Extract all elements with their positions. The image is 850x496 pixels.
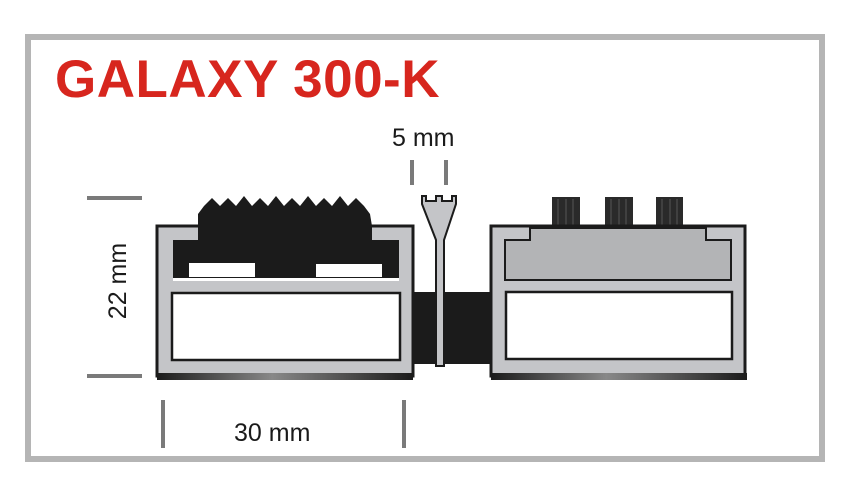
left-profile (155, 196, 415, 380)
base-connector (410, 292, 494, 364)
width-dimension-label: 30 mm (234, 419, 311, 447)
brush-strips (552, 197, 683, 227)
width-dimension-ticks (161, 400, 406, 448)
height-dimension-ticks (87, 196, 142, 378)
gap-dimension-label: 5 mm (392, 124, 455, 152)
right-profile (489, 197, 747, 380)
gap-dimension-ticks (410, 160, 448, 185)
rubber-insert (198, 196, 372, 240)
product-title: GALAXY 300-K (55, 50, 440, 109)
center-spacer (421, 195, 457, 367)
brush-carrier-insert (504, 227, 732, 281)
